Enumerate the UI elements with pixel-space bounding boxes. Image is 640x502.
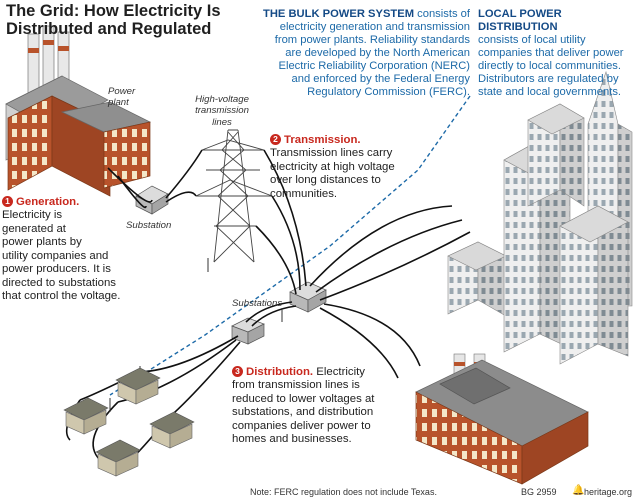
local-line-4: Distributors are regulated by	[478, 72, 619, 85]
substation-center	[289, 281, 327, 313]
footnote: Note: FERC regulation does not include T…	[250, 487, 437, 497]
label-power-plant-line-1: Power	[108, 86, 136, 97]
local-line-2: companies that deliver power	[478, 46, 624, 59]
step-2-heading: Transmission.	[284, 134, 361, 146]
step-1-line-4: utility companies and	[2, 249, 109, 262]
step-2-number: 2	[270, 134, 281, 145]
step-3-line-1: from transmission lines is	[232, 379, 360, 392]
region-divider	[109, 95, 471, 396]
bulk-line-0: THE BULK POWER SYSTEM consists of	[246, 8, 470, 21]
bulk-heading: THE BULK POWER SYSTEM	[262, 8, 415, 20]
step-3-line-3: substations, and distribution	[232, 406, 374, 419]
local-line-1: consists of local utility	[478, 33, 586, 46]
label-power-plant-line-2: plant	[108, 97, 129, 109]
local-line-5: state and local governments.	[478, 85, 622, 98]
title-line-2: Distributed and Regulated	[6, 20, 212, 39]
bulk-line-5: and enforced by the Federal Energy	[291, 72, 471, 85]
bulk-line-4: Electric Reliability Corporation (NERC)	[278, 59, 470, 72]
publication-code: BG 2959	[521, 487, 557, 497]
step-3-line-2: reduced to lower voltages at	[232, 392, 375, 405]
bulk-line-3: are developed by the North American	[285, 46, 470, 59]
power-plant	[5, 25, 152, 197]
step-1-line-5: power producers. It is	[2, 263, 111, 276]
title-line-1: The Grid: How Electricity Is	[6, 2, 221, 20]
substation-distribution	[231, 317, 265, 345]
step-1-line-1: Electricity is	[2, 209, 63, 222]
step-1-line-3: power plants by	[2, 236, 82, 249]
step-2-line-3: over long distances to	[270, 174, 381, 187]
step-1-line-2: generated at	[2, 222, 66, 235]
label-hv-line-1: High-voltage	[195, 94, 249, 105]
label-hv-line-3: lines	[212, 116, 232, 128]
label-substation: Substation	[126, 220, 172, 231]
pole-sticks	[109, 258, 283, 412]
transmission-tower	[195, 129, 273, 263]
bulk-line-0-rest: consists of	[414, 8, 470, 20]
step-1-line-6: directed to substations	[2, 276, 116, 289]
bulk-line-1: electricity generation and transmission	[279, 20, 470, 33]
step-1-heading: Generation.	[16, 196, 80, 208]
step-3-first-rest: Electricity	[313, 366, 365, 378]
label-power-plant: Power plant	[108, 86, 135, 109]
houses	[63, 367, 195, 477]
step-1-line-7: that control the voltage.	[2, 290, 121, 303]
liberty-bell-icon: 🔔	[572, 485, 585, 496]
label-hv-line-2: transmission	[195, 105, 249, 117]
step-2-line-4: communities.	[270, 187, 338, 200]
local-heading: LOCAL POWER DISTRIBUTION	[478, 8, 562, 33]
bulk-power-text: THE BULK POWER SYSTEM consists of electr…	[246, 8, 470, 99]
step-3-line-4: companies deliver power to	[232, 419, 371, 432]
step-3-heading: Distribution.	[246, 366, 314, 378]
bulk-line-2: from power plants. Reliability standards	[274, 33, 470, 46]
step-2-line-1: Transmission lines carry	[270, 147, 393, 160]
step-3-line-5: homes and businesses.	[232, 433, 352, 446]
label-substations: Substations	[232, 298, 283, 309]
step-2-line-2: electricity at high voltage	[270, 160, 395, 173]
city-buildings	[447, 70, 633, 365]
local-line-3: directly to local communities.	[478, 59, 622, 72]
page-title: The Grid: How Electricity Is Distributed…	[6, 2, 236, 39]
label-hv-lines: High-voltage transmission lines	[186, 94, 258, 128]
site-link[interactable]: heritage.org	[584, 487, 633, 497]
step-1-number: 1	[2, 196, 13, 207]
business-building	[415, 353, 589, 485]
bulk-line-6: Regulatory Commission (FERC).	[307, 85, 470, 98]
step-3-number: 3	[232, 366, 243, 377]
local-distribution-text: LOCAL POWER DISTRIBUTION consists of loc…	[478, 8, 638, 99]
